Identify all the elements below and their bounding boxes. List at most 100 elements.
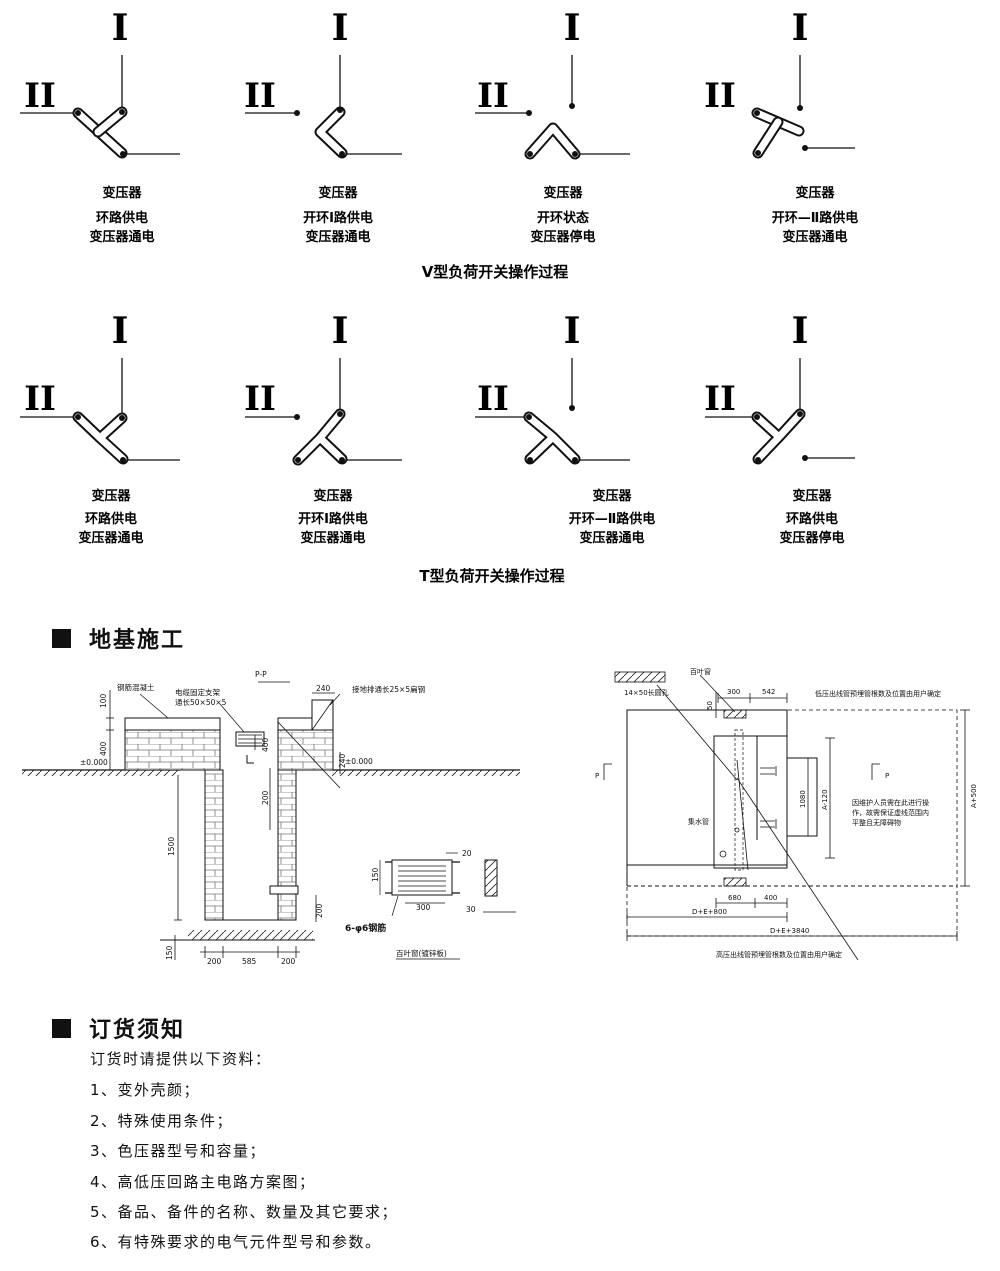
label-ground-steel: 接地排通长25×5扁钢 (352, 684, 425, 694)
svg-text:开环—Ⅱ路供电: 开环—Ⅱ路供电 (772, 210, 859, 226)
t-type-title: T型负荷开关操作过程 (419, 567, 564, 585)
svg-text:变压器: 变压器 (318, 185, 358, 201)
svg-text:200: 200 (281, 957, 296, 966)
svg-text:240: 240 (338, 753, 347, 768)
svg-text:585: 585 (242, 957, 257, 966)
label-level-left: ±0.000 (80, 758, 108, 767)
svg-text:变压器: 变压器 (102, 185, 142, 201)
terminal-i: I (332, 310, 349, 352)
svg-text:变压器: 变压器 (313, 488, 353, 504)
label-hv-note: 高压出线管预埋管根数及位置由用户确定 (716, 950, 842, 959)
label-maint-3: 平整且无障碍物 (852, 818, 901, 827)
foundation-section-view: P-P 钢筋混凝土 电缆固定支架 通长50×50×5 接地排通长25×5扁钢 ±… (22, 670, 520, 966)
v-switch-1: I II (20, 7, 180, 159)
terminal-ii: II (477, 76, 509, 116)
svg-text:542: 542 (762, 688, 775, 696)
svg-text:环路供电: 环路供电 (96, 210, 148, 226)
label-p-right: P (885, 772, 889, 780)
svg-text:变压器通电: 变压器通电 (305, 229, 370, 245)
foundation-drawings: P-P 钢筋混凝土 电缆固定支架 通长50×50×5 接地排通长25×5扁钢 ±… (22, 667, 978, 966)
label-maint-2: 作，故需保证虚线范围内 (852, 808, 929, 817)
ordering-item: 2、特殊使用条件； (90, 1112, 234, 1130)
svg-text:150: 150 (165, 945, 174, 960)
svg-text:400: 400 (261, 737, 270, 752)
svg-text:200: 200 (207, 957, 222, 966)
terminal-ii: II (244, 76, 276, 116)
ordering-item: 1、变外壳颜； (90, 1081, 201, 1099)
svg-text:680: 680 (728, 894, 741, 902)
svg-text:开环Ⅰ路供电: 开环Ⅰ路供电 (298, 511, 368, 527)
svg-text:变压器停电: 变压器停电 (779, 530, 844, 546)
label-louver: 百叶窗 (690, 667, 711, 676)
svg-text:变压器通电: 变压器通电 (89, 229, 154, 245)
svg-text:200: 200 (261, 790, 270, 805)
svg-text:开环—Ⅱ路供电: 开环—Ⅱ路供电 (569, 511, 656, 527)
svg-text:变压器: 变压器 (795, 185, 835, 201)
svg-text:200: 200 (315, 903, 324, 918)
svg-text:变压器通电: 变压器通电 (78, 530, 143, 546)
terminal-ii: II (477, 379, 509, 419)
svg-text:变压器通电: 变压器通电 (782, 229, 847, 245)
heading-square-icon (52, 1018, 71, 1038)
terminal-i: I (332, 7, 349, 49)
svg-text:开环Ⅰ路供电: 开环Ⅰ路供电 (303, 210, 373, 226)
v-switch-4: I II (704, 7, 855, 159)
ordering-intro: 订货时请提供以下资料： (90, 1050, 272, 1068)
svg-text:400: 400 (764, 894, 777, 902)
terminal-ii: II (244, 379, 276, 419)
t-switch-1: I II (20, 310, 180, 465)
label-louver-caption: 百叶窗(镀锌板) (396, 948, 447, 958)
svg-text:变压器: 变压器 (543, 185, 583, 201)
label-lv-note: 低压出线管预埋管根数及位置由用户确定 (815, 689, 941, 698)
v-type-title: V型负荷开关操作过程 (422, 263, 569, 281)
terminal-i: I (792, 7, 809, 49)
t-switch-4: I II (704, 310, 855, 465)
terminal-i: I (564, 310, 581, 352)
svg-text:A-120: A-120 (821, 789, 829, 810)
v-captions: 变压器 环路供电 变压器通电 变压器 开环Ⅰ路供电 变压器通电 变压器 开环状态… (89, 185, 858, 281)
svg-text:变压器: 变压器 (592, 488, 632, 504)
foundation-plan-view: 14×50长圆孔 百叶窗 低压出线管预埋管根数及位置由用户确定 高压出线管预埋管… (595, 667, 978, 961)
ordering-item: 6、有特殊要求的电气元件型号和参数。 (90, 1233, 382, 1251)
terminal-i: I (112, 310, 129, 352)
svg-text:1080: 1080 (799, 790, 807, 808)
v-switch-2: I II (244, 7, 402, 159)
t-switch-3: I II (475, 310, 630, 465)
terminal-ii: II (704, 379, 736, 419)
svg-text:100: 100 (99, 693, 108, 708)
t-captions: 变压器 环路供电 变压器通电 变压器 开环Ⅰ路供电 变压器通电 变压器 开环—Ⅱ… (78, 488, 844, 585)
label-bracket-2: 通长50×50×5 (175, 697, 227, 707)
svg-text:开环状态: 开环状态 (537, 210, 589, 226)
t-switch-2: I II (244, 310, 402, 466)
svg-text:150: 150 (371, 867, 380, 882)
dim-240-top: 240 (316, 684, 331, 693)
section-mark: P-P (255, 670, 267, 679)
svg-text:A+500: A+500 (970, 784, 978, 808)
terminal-ii: II (24, 76, 56, 116)
heading-square-icon (52, 628, 71, 648)
terminal-i: I (792, 310, 809, 352)
ordering-item: 5、备品、备件的名称、数量及其它要求； (90, 1203, 399, 1221)
foundation-heading: 地基施工 (52, 622, 185, 654)
ordering-heading: 订货须知 (52, 1012, 185, 1044)
svg-text:环路供电: 环路供电 (85, 511, 137, 527)
svg-text:变压器停电: 变压器停电 (530, 229, 595, 245)
label-level-right: ±0.000 (345, 757, 373, 766)
ordering-item: 4、高低压回路主电路方案图； (90, 1173, 316, 1191)
svg-text:D+E+800: D+E+800 (692, 908, 727, 916)
label-rebar: 6-φ6钢筋 (345, 922, 386, 934)
terminal-i: I (112, 7, 129, 49)
svg-text:变压器通电: 变压器通电 (300, 530, 365, 546)
label-maint-1: 因维护人员需在此进行操 (852, 798, 929, 807)
terminal-ii: II (24, 379, 56, 419)
terminal-i: I (564, 7, 581, 49)
svg-text:20: 20 (462, 849, 472, 858)
svg-text:30: 30 (466, 905, 476, 914)
svg-text:变压器通电: 变压器通电 (579, 530, 644, 546)
louver-detail: 150 300 20 30 6-φ6钢筋 百叶窗(镀锌板) (345, 849, 516, 960)
svg-text:1500: 1500 (167, 837, 176, 856)
ordering-item: 3、色压器型号和容量； (90, 1142, 267, 1160)
label-hole: 14×50长圆孔 (624, 688, 669, 697)
terminal-ii: II (704, 76, 736, 116)
switch-diagrams: I I II I II I II I II (20, 7, 858, 585)
